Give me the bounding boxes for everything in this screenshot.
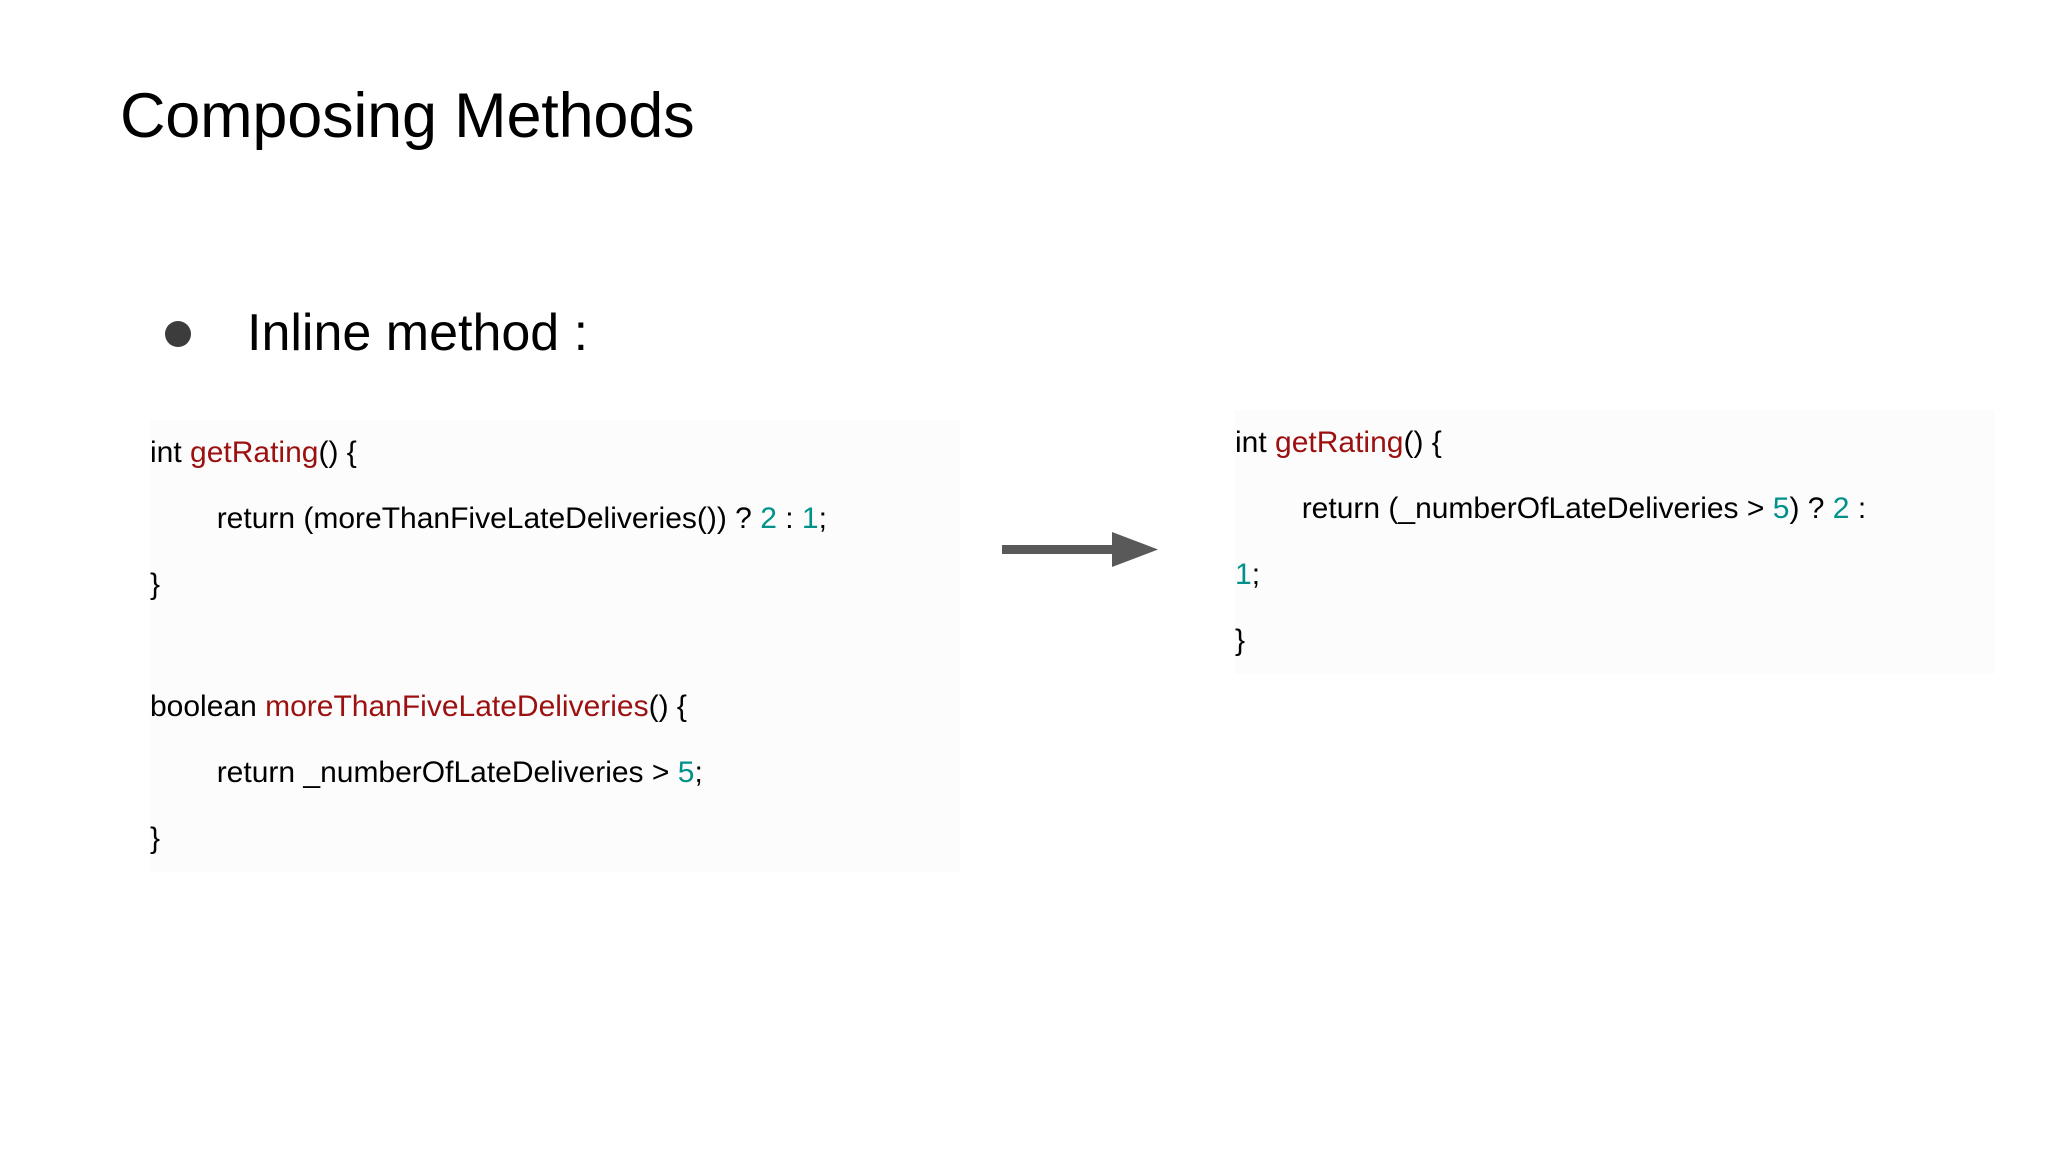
code-token-plain: () {: [1403, 426, 1442, 459]
code-token-number: 2: [760, 502, 777, 535]
code-indent: [150, 756, 217, 789]
code-line: }: [150, 806, 960, 872]
code-token-plain: return _numberOfLateDeliveries >: [216, 756, 678, 789]
code-block-after: int getRating() { return (_numberOfLateD…: [1235, 410, 1995, 674]
code-token-plain: () {: [318, 436, 357, 469]
code-line: [150, 618, 960, 674]
code-token-identifier: getRating: [190, 436, 319, 469]
code-token-plain: ) ?: [1789, 492, 1833, 525]
code-line: 1;: [1235, 542, 1995, 608]
code-token-plain: }: [1235, 624, 1246, 657]
code-block-before: int getRating() { return (moreThanFiveLa…: [150, 420, 960, 872]
transition-arrow: [1000, 528, 1160, 572]
code-token-plain: boolean: [150, 690, 266, 723]
code-token-plain: return (moreThanFiveLateDeliveries()) ?: [216, 502, 761, 535]
code-line: }: [1235, 608, 1995, 674]
code-token-plain: return (_numberOfLateDeliveries >: [1301, 492, 1773, 525]
code-token-plain: int: [1235, 426, 1276, 459]
code-indent: [150, 502, 217, 535]
code-indent: [1235, 492, 1302, 525]
bullet-item-inline-method: Inline method :: [165, 304, 589, 362]
code-line: int getRating() {: [1235, 410, 1995, 476]
code-token-plain: () {: [648, 690, 687, 723]
code-line: return _numberOfLateDeliveries > 5;: [150, 740, 960, 806]
code-token-identifier: getRating: [1275, 426, 1404, 459]
code-token-plain: ;: [694, 756, 703, 789]
code-token-identifier: moreThanFiveLateDeliveries: [265, 690, 649, 723]
page-title: Composing Methods: [120, 81, 695, 151]
code-token-plain: ;: [1251, 558, 1261, 591]
code-token-number: 5: [677, 756, 695, 789]
code-token-plain: }: [150, 568, 161, 601]
code-line: return (moreThanFiveLateDeliveries()) ? …: [150, 486, 960, 552]
code-token-plain: ;: [818, 502, 827, 535]
arrow-right-icon: [1002, 532, 1158, 567]
code-line: boolean moreThanFiveLateDeliveries() {: [150, 674, 960, 740]
code-token-plain: :: [776, 502, 802, 535]
code-token-number: 1: [801, 502, 819, 535]
code-token-number: 5: [1772, 492, 1790, 525]
code-line: return (_numberOfLateDeliveries > 5) ? 2…: [1235, 476, 1995, 542]
code-line: int getRating() {: [150, 420, 960, 486]
code-token-number: 2: [1832, 492, 1850, 525]
code-token-plain: :: [1849, 492, 1875, 525]
bullet-dot-icon: [165, 320, 191, 347]
code-token-plain: }: [150, 822, 161, 855]
code-line: }: [150, 552, 960, 618]
code-token-number: 1: [1235, 558, 1252, 591]
code-token-plain: int: [150, 436, 191, 469]
bullet-item-label: Inline method :: [247, 304, 589, 362]
